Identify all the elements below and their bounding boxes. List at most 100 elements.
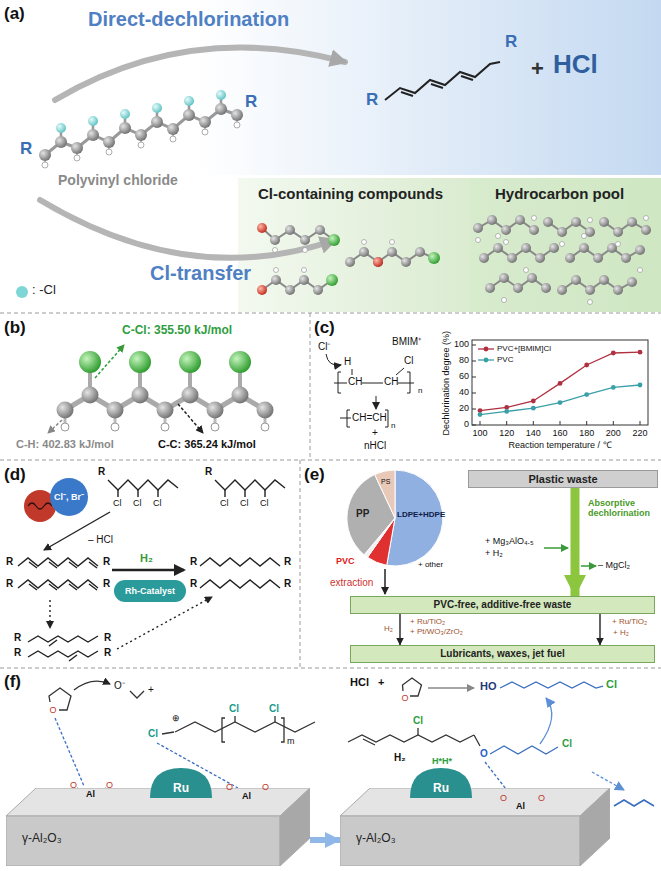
text-label: H — [344, 356, 351, 368]
text-label: Cl — [148, 728, 158, 740]
panel-divider — [0, 460, 661, 461]
dechlorination-scheme — [49, 600, 50, 628]
hydrocarbon-cluster — [502, 298, 507, 303]
bond-model — [48, 345, 269, 433]
dechlorination-scheme — [225, 490, 265, 497]
hydrocarbon-cluster — [560, 242, 565, 247]
bond-model — [65, 395, 265, 410]
dechlorination-scheme — [200, 580, 280, 588]
text-label: O — [226, 782, 233, 792]
text-label: Cl — [113, 498, 122, 508]
panel-divider — [0, 668, 661, 669]
edge-label: H₂ — [383, 624, 394, 633]
text-label: + Mg₃AlO₄.₅ — [485, 536, 534, 546]
surface-mechanism — [175, 722, 315, 732]
dechlorination-scheme — [118, 490, 158, 497]
pvc-molecule — [202, 129, 208, 135]
text-label: R — [6, 556, 13, 568]
text-label: LDPE+HDPE — [397, 510, 445, 519]
dechlorination-scheme — [29, 562, 97, 568]
metal-particle: Ru — [150, 768, 212, 798]
text-label: ⊕ — [172, 713, 180, 723]
process-box: Plastic waste — [468, 470, 658, 488]
text-label: Cl — [260, 498, 269, 508]
text-label: 0 — [464, 419, 469, 429]
text-label: Cl — [606, 678, 617, 691]
reaction-arrow — [55, 48, 345, 100]
text-label: Dechlorination degree (%) — [441, 331, 451, 436]
line-chart — [478, 359, 494, 360]
node-text: PVC-free, additive-free waste — [434, 599, 572, 611]
mechanism-scheme — [326, 354, 414, 427]
line-chart — [472, 340, 648, 425]
support-slab: γ-Al₂O₃ — [340, 788, 610, 866]
panel-divider — [310, 313, 311, 460]
pvc-molecule — [120, 109, 130, 119]
chlorinated-molecule — [362, 240, 367, 245]
text-label: m — [287, 736, 295, 746]
dechlorination-scheme — [200, 558, 280, 566]
legend-text: PVC+[BMIM]Cl — [497, 344, 551, 353]
text-label: + — [372, 427, 378, 439]
mechanism-scheme — [340, 418, 351, 419]
line-chart — [472, 340, 648, 425]
panel-background — [0, 0, 661, 175]
node-text: Ru — [173, 782, 189, 796]
polyene-structure — [401, 76, 473, 96]
hydrocarbon-cluster — [588, 218, 593, 223]
process-arrow — [384, 569, 386, 594]
surface-mechanism — [363, 728, 480, 746]
bond-model — [95, 345, 124, 378]
text-label: (e) — [304, 465, 325, 485]
pvc-molecule — [56, 123, 66, 133]
text-label: C-C: 365.24 kJ/mol — [158, 438, 256, 451]
bond-model — [178, 404, 203, 433]
pvc-molecule — [88, 116, 98, 126]
chlorinated-molecule — [274, 268, 279, 273]
text-label: – HCl — [88, 534, 113, 546]
text-label: + H₂ — [485, 548, 503, 558]
line-chart — [480, 352, 640, 410]
dechlorination-scheme — [117, 597, 212, 649]
pvc-molecule — [184, 96, 194, 106]
bond-model — [261, 423, 269, 431]
chlorinated-molecule — [262, 280, 332, 290]
text-label: O — [49, 705, 56, 715]
text-label: HCl — [350, 676, 369, 689]
reaction-arrow — [40, 200, 335, 258]
text-label: O — [70, 780, 77, 790]
text-label: (c) — [314, 318, 335, 338]
text-label: Cl — [269, 703, 279, 715]
bond-model — [79, 351, 251, 373]
pvc-molecule — [45, 115, 237, 165]
text-label: 80 — [459, 355, 469, 365]
bond-model — [111, 423, 119, 431]
text-label: O — [262, 782, 269, 792]
text-label: R — [103, 578, 110, 590]
text-label: HCl — [553, 50, 598, 80]
polyene-structure — [385, 62, 500, 100]
hydrocarbon-cluster — [524, 268, 529, 273]
chlorinated-molecule — [273, 240, 395, 273]
pvc-molecule — [56, 90, 226, 133]
text-label: Al — [242, 791, 251, 801]
pvc-molecule — [42, 90, 240, 168]
bond-model — [90, 362, 240, 395]
bond-model — [161, 423, 169, 431]
text-label: C-H: 402.83 kJ/mol — [16, 438, 114, 451]
text-label: R — [14, 632, 21, 644]
connector-arrow — [599, 614, 600, 645]
bond-model — [179, 351, 201, 373]
product-box: Lubricants, waxes, jet fuel — [350, 645, 655, 663]
text-label: R — [190, 578, 197, 590]
text-label: Al — [516, 801, 525, 811]
node-text: γ-Al₂O₃ — [356, 832, 610, 846]
dechlorination-scheme — [28, 503, 52, 509]
hydrocarbon-cluster — [644, 216, 649, 221]
text-label: nHCl — [364, 440, 386, 452]
dechlorination-scheme — [215, 480, 285, 490]
chlorinated-molecule — [273, 248, 278, 253]
hydrocarbon-cluster — [504, 240, 509, 245]
dechlorination-scheme — [108, 480, 178, 490]
